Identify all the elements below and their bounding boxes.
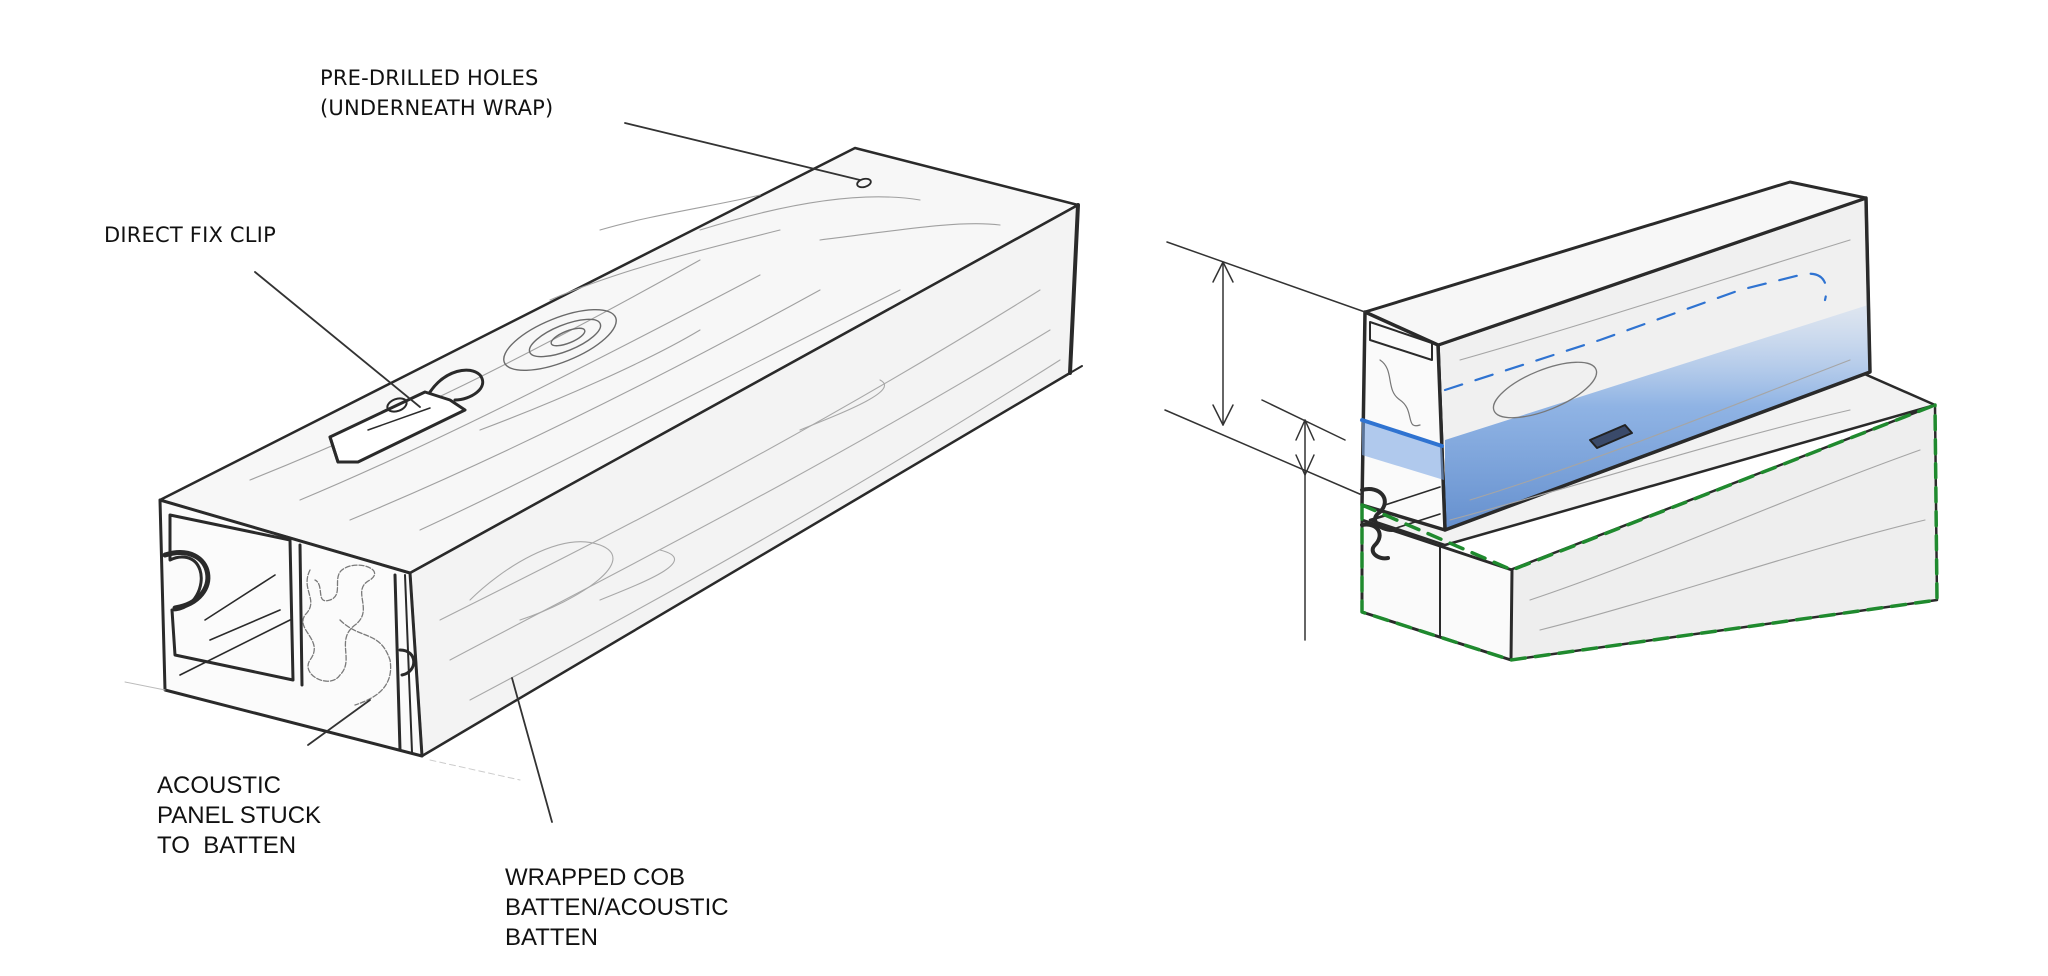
- leader-direct-fix: [254, 271, 421, 408]
- label-acoustic-panel-line2: PANEL STUCK: [157, 802, 322, 829]
- label-direct-fix-clip: DIRECT FIX CLIP: [104, 223, 276, 247]
- leader-pre-drilled: [624, 122, 861, 181]
- right-assembly-drawing: [1164, 180, 1939, 662]
- wood-grain-side: [439, 289, 1061, 701]
- wood-knot: [503, 308, 617, 372]
- label-wrapped-batten-line3: BATTEN: [505, 924, 598, 951]
- label-acoustic-panel-line3: TO BATTEN: [157, 832, 297, 859]
- leader-acoustic-panel: [307, 699, 371, 746]
- left-batten-drawing: [124, 122, 1083, 823]
- wood-grain-top: [249, 194, 1001, 531]
- pre-drilled-hole: [856, 177, 872, 189]
- blue-shading-end: [1362, 420, 1444, 480]
- blue-dashed-line: [1443, 272, 1828, 392]
- direct-fix-clip: [328, 368, 484, 464]
- label-pre-drilled-holes-line1: PRE-DRILLED HOLES: [320, 66, 539, 90]
- acoustic-panel-texture: [302, 564, 376, 682]
- label-wrapped-batten-line2: BATTEN/ACOUSTIC: [505, 894, 729, 921]
- label-wrapped-batten-line1: WRAPPED COB: [505, 864, 686, 891]
- dimension-lines: [1164, 241, 1366, 641]
- green-dashed-outline: [1360, 403, 1939, 662]
- label-pre-drilled-holes-line2: (UNDERNEATH WRAP): [320, 96, 554, 120]
- leader-wrapped-batten: [511, 677, 553, 823]
- channel-profile: [168, 513, 295, 682]
- label-acoustic-panel-line1: ACOUSTIC: [157, 772, 282, 799]
